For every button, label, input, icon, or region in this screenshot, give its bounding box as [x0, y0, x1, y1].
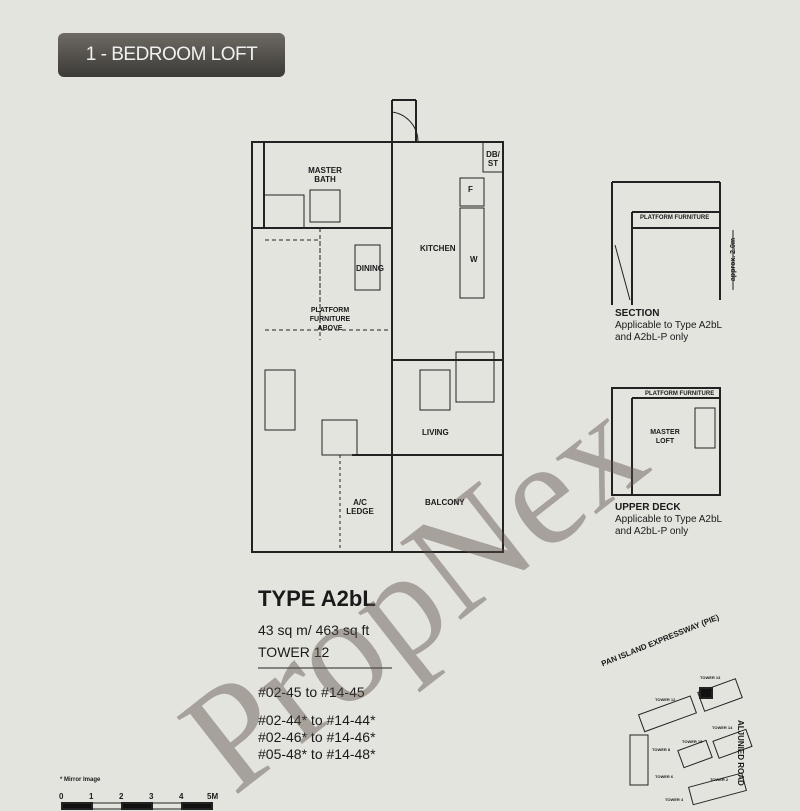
- scale-tick: 2: [119, 792, 124, 801]
- room-label-living: LIVING: [422, 428, 449, 437]
- section-height-label: approx. 2.0m: [730, 237, 738, 282]
- keyplan-tower-label: TOWER 15: [682, 739, 703, 744]
- section-furniture-label: PLATFORM FURNITURE: [640, 215, 710, 221]
- room-label-master-bath: MASTER BATH: [308, 166, 342, 184]
- upper-deck-furniture-label: PLATFORM FURNITURE: [645, 391, 715, 397]
- unit-area: 43 sq m/ 463 sq ft: [258, 622, 370, 638]
- section-note: Applicable to Type A2bL and A2bL-P only: [615, 320, 722, 343]
- room-label-balcony: BALCONY: [425, 498, 465, 507]
- room-label-db-st: DB/ ST: [486, 150, 500, 168]
- keyplan-tower-label: TOWER 13: [700, 675, 721, 680]
- platform-furniture-label: PLATFORM FURNITURE ABOVE: [309, 307, 351, 332]
- keyplan-tower-label: TOWER 8: [652, 747, 671, 752]
- room-label-master-loft: MASTER LOFT: [650, 429, 680, 445]
- unit-number-range: #05-48* to #14-48*: [258, 746, 376, 762]
- room-label-dining: DINING: [356, 264, 384, 273]
- unit-outline-left: [251, 141, 393, 553]
- keyplan-tower-label: TOWER 12: [655, 697, 676, 702]
- upper-deck-title: UPPER DECK: [615, 502, 681, 513]
- scale-tick: 4: [179, 792, 184, 801]
- room-label-kitchen: KITCHEN: [420, 244, 456, 253]
- room-label-ac-ledge: A/C LEDGE: [346, 498, 374, 516]
- scale-tick: 5M: [207, 792, 219, 801]
- unit-tower: TOWER 12: [258, 644, 330, 660]
- unit-number-range: #02-46* to #14-46*: [258, 729, 376, 745]
- unit-type-title: TYPE A2bL: [258, 586, 376, 611]
- scale-tick: 3: [149, 792, 154, 801]
- scale-tick: 0: [59, 792, 64, 801]
- unit-number-range: #02-44* to #14-44*: [258, 712, 376, 728]
- unit-number-range: #02-45 to #14-45: [258, 684, 365, 700]
- keyplan-tower-label: TOWER 4: [665, 797, 684, 802]
- keyplan-tower-label: TOWER 2: [710, 777, 729, 782]
- fridge-label: F: [468, 185, 473, 194]
- mirror-image-footnote: * Mirror Image: [60, 777, 101, 783]
- upper-deck-note: Applicable to Type A2bL and A2bL-P only: [615, 514, 722, 537]
- keyplan-tower-label: TOWER 14: [712, 725, 733, 730]
- keyplan-tower-label: TOWER 6: [655, 774, 674, 779]
- road-label-aljunied: ALJUNIED ROAD: [736, 720, 745, 786]
- scale-tick: 1: [89, 792, 94, 801]
- unit-category-badge: 1 - BEDROOM LOFT: [58, 33, 285, 77]
- washer-label: W: [470, 255, 478, 264]
- section-title: SECTION: [615, 308, 660, 319]
